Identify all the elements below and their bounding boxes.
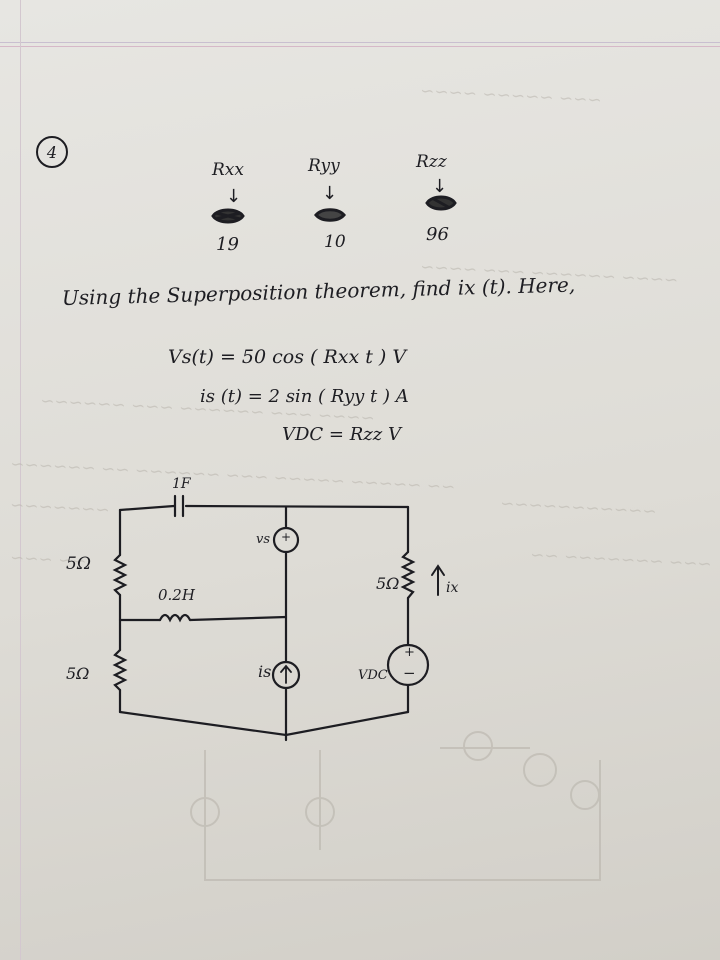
vdc-minus-sign: − xyxy=(403,664,416,682)
resistor-top-left-label: 5Ω xyxy=(66,554,91,574)
equation-vdc: VDC = Rzz V xyxy=(282,424,401,445)
rxx-value: 19 xyxy=(216,234,239,255)
ryy-value: 10 xyxy=(324,232,346,252)
vs-label: vs xyxy=(256,532,271,547)
scribble-icon xyxy=(314,208,346,222)
page-rule xyxy=(0,42,720,43)
down-arrow-icon: ↓ xyxy=(226,186,242,207)
inductor xyxy=(158,613,192,623)
vdc-plus-sign: + xyxy=(404,645,415,660)
wire xyxy=(188,615,288,622)
rzz-label: Rzz xyxy=(416,152,447,172)
resistor-right xyxy=(400,550,416,600)
question-number: 4 xyxy=(36,136,68,168)
resistor-right-label: 5Ω xyxy=(376,574,400,593)
up-arrow-icon xyxy=(431,564,445,596)
down-arrow-icon: ↓ xyxy=(432,176,448,197)
resistor-bottom-left-label: 5Ω xyxy=(66,664,90,683)
resistor-top-left xyxy=(112,553,128,597)
rxx-label: Rxx xyxy=(212,160,244,180)
wire xyxy=(184,504,410,509)
scribble-icon xyxy=(425,195,457,211)
voltage-source-vs xyxy=(272,526,300,554)
inductor-label: 0.2H xyxy=(158,586,195,604)
resistor-bottom-left xyxy=(112,648,128,692)
ryy-label: Ryy xyxy=(308,156,340,176)
is-label: is xyxy=(258,662,272,681)
equation-vs: Vs(t) = 50 cos ( Rxx t ) V xyxy=(168,346,407,368)
wire xyxy=(118,710,410,737)
ix-label: ix xyxy=(446,580,459,596)
scribble-icon xyxy=(211,208,245,224)
page-rule xyxy=(0,46,720,47)
rzz-value: 96 xyxy=(426,224,449,245)
page-margin-line xyxy=(20,0,21,960)
up-arrow-icon xyxy=(280,664,292,684)
current-source-is xyxy=(271,660,301,690)
capacitor-label: 1F xyxy=(172,476,191,492)
wire xyxy=(118,504,176,512)
voltage-source-vdc xyxy=(386,643,430,687)
equation-is: is (t) = 2 sin ( Ryy t ) A xyxy=(200,386,409,407)
down-arrow-icon: ↓ xyxy=(322,183,338,204)
vdc-label: VDC xyxy=(358,668,388,683)
vs-plus-sign: + xyxy=(281,530,292,544)
